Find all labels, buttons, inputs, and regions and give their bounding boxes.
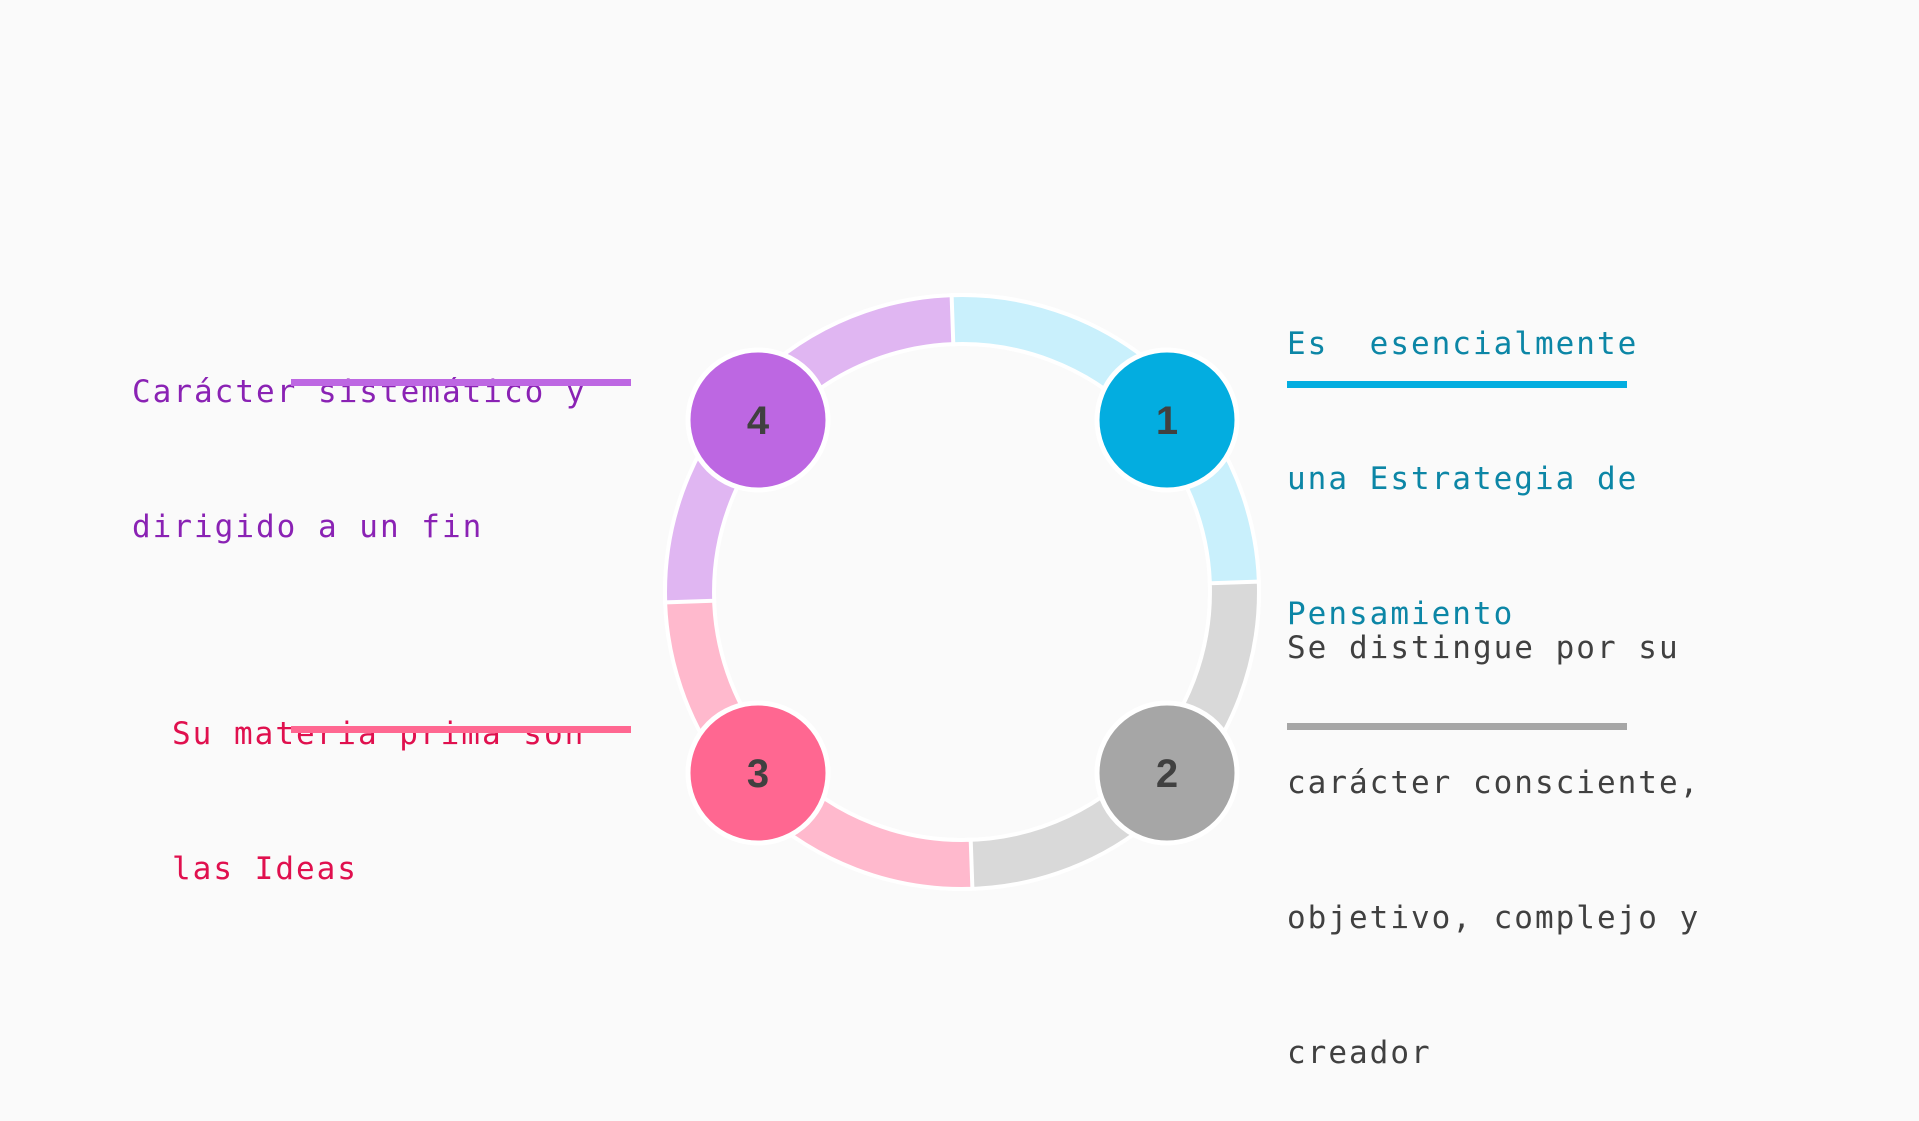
- step-3-text-line: Su materia prima son: [172, 716, 586, 752]
- step-1-number: 1: [1156, 399, 1178, 443]
- step-2-number: 2: [1156, 752, 1178, 796]
- step-4-text-line: Carácter sistemático y: [132, 374, 587, 410]
- cycle-nodes: 1 2 3 4: [685, 347, 1240, 846]
- step-1-text-line: una Estrategia de: [1287, 461, 1639, 497]
- step-3-underline: [291, 726, 631, 733]
- step-2-text-line: objetivo, complejo y: [1287, 900, 1701, 936]
- step-3-node: 3: [685, 700, 831, 846]
- step-4-underline: [291, 379, 631, 386]
- step-2-text-line: carácter consciente,: [1287, 765, 1701, 801]
- step-2-text-line: Se distingue por su: [1287, 630, 1680, 666]
- step-3-circle: [685, 700, 831, 846]
- step-1-underline: [1287, 381, 1627, 388]
- step-2-text-line: creador: [1287, 1035, 1432, 1071]
- step-1-text-line: Es esencialmente: [1287, 326, 1639, 362]
- step-2-underline: [1287, 723, 1627, 730]
- step-4-text: Carácter sistemático y dirigido a un fin: [132, 280, 587, 595]
- step-1-node: 1: [1094, 347, 1240, 493]
- step-4-number: 4: [747, 399, 770, 443]
- step-4-circle: [685, 347, 831, 493]
- step-1-circle: [1094, 347, 1240, 493]
- step-4-text-line: dirigido a un fin: [132, 509, 484, 545]
- step-3-number: 3: [747, 752, 769, 796]
- step-4-node: 4: [685, 347, 831, 493]
- step-3-text: Su materia prima son las Ideas: [172, 622, 585, 937]
- step-2-text: Se distingue por su carácter consciente,…: [1287, 536, 1700, 1121]
- step-3-text-line: las Ideas: [172, 851, 358, 887]
- step-2-node: 2: [1094, 700, 1240, 846]
- step-1-text-line: Pensamiento: [1287, 596, 1515, 632]
- cycle-diagram: 1 2 3 4: [663, 293, 1261, 891]
- step-1-text: Es esencialmente una Estrategia de Pensa…: [1287, 232, 1638, 682]
- step-2-circle: [1094, 700, 1240, 846]
